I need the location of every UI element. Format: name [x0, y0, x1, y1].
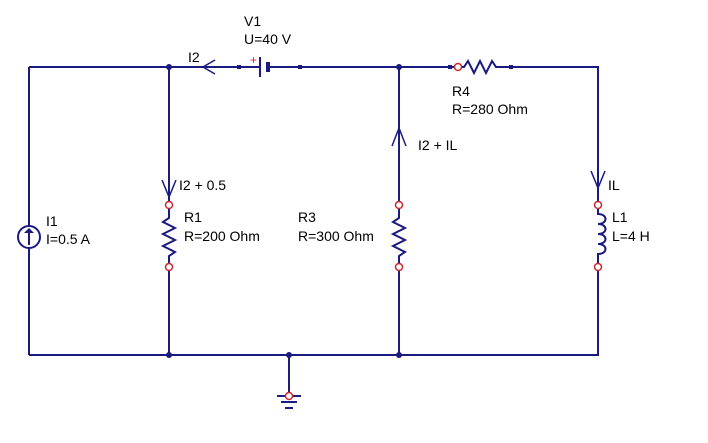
v1-name: V1 — [244, 13, 261, 29]
inductor-icon — [593, 200, 607, 272]
resistor-icon — [160, 200, 178, 272]
r1-value: R=200 Ohm — [184, 228, 260, 244]
r4-value: R=280 Ohm — [452, 101, 528, 117]
junction-top-mid — [396, 64, 402, 70]
current-label-i2: I2 — [188, 49, 200, 65]
current-label-i2-plus-05: I2 + 0.5 — [179, 177, 226, 193]
v1-value: U=40 V — [244, 31, 292, 47]
junction-top-left — [166, 64, 172, 70]
l1-value: L=4 H — [612, 228, 650, 244]
v1-plus-sign: + — [250, 53, 257, 67]
battery-icon — [237, 57, 302, 77]
r1-name: R1 — [184, 209, 202, 225]
arrow-i2-plus-il-icon — [391, 125, 407, 147]
ground-icon — [277, 391, 301, 409]
current-source-icon — [17, 225, 41, 249]
resistor-icon — [448, 58, 513, 76]
junction-bottom-r1 — [166, 352, 172, 358]
junction-bottom-ground — [286, 352, 292, 358]
junction-bottom-r3 — [396, 352, 402, 358]
i1-name: I1 — [46, 213, 58, 229]
arrow-i2-plus-05-icon — [161, 179, 177, 199]
arrow-il-icon — [590, 170, 606, 190]
r4-name: R4 — [452, 83, 470, 99]
resistor-icon — [390, 200, 408, 272]
wire-bottom — [29, 267, 599, 356]
l1-name: L1 — [612, 209, 628, 225]
arrow-i2-icon — [201, 59, 216, 75]
current-label-il: IL — [608, 177, 620, 193]
r3-value: R=300 Ohm — [298, 228, 374, 244]
wire-top-right — [512, 66, 599, 205]
r3-name: R3 — [298, 209, 316, 225]
current-label-i2-plus-il: I2 + IL — [418, 137, 458, 153]
i1-value: I=0.5 A — [46, 231, 91, 247]
